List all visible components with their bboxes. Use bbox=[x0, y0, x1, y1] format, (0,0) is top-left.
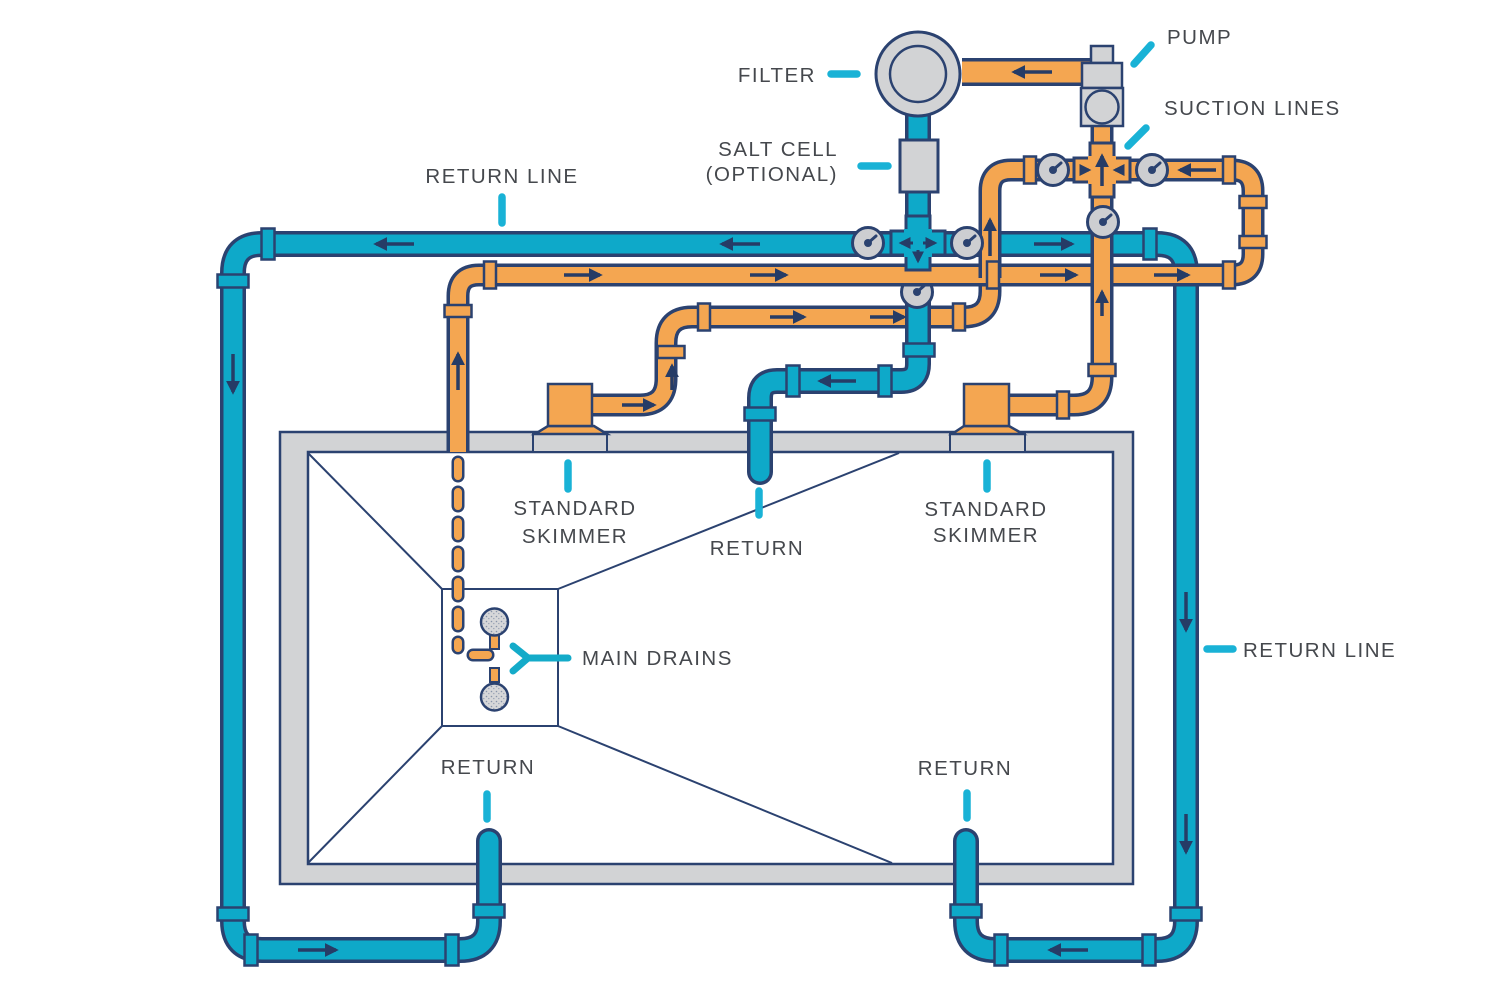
main-drain-icon bbox=[479, 607, 510, 637]
return-bottom-right-label: RETURN bbox=[918, 757, 1012, 780]
skimmer-right-label-line1: STANDARD bbox=[924, 498, 1047, 521]
filter bbox=[874, 30, 962, 118]
salt-cell-label-line1: SALT CELL bbox=[718, 138, 838, 161]
pump-label-pointer bbox=[1130, 41, 1155, 68]
return-line-right bbox=[908, 234, 1196, 960]
coupling bbox=[1169, 906, 1203, 922]
main-drains-pointer bbox=[509, 642, 572, 675]
coupling bbox=[877, 364, 893, 398]
coupling bbox=[743, 406, 777, 422]
return-bottom-left-label: RETURN bbox=[441, 756, 535, 779]
pump bbox=[1079, 44, 1125, 128]
pump-motor bbox=[1080, 61, 1124, 90]
pump-impeller-icon bbox=[1084, 89, 1120, 125]
salt-cell bbox=[898, 138, 940, 194]
suction-cross-fitting bbox=[1072, 141, 1132, 199]
valve-icon bbox=[1135, 153, 1169, 187]
drain-stem bbox=[489, 634, 500, 650]
flow-arrows bbox=[226, 65, 1216, 957]
return-line-top-label: RETURN LINE bbox=[425, 165, 578, 188]
skimmer-body bbox=[962, 382, 1011, 428]
main-drains-label: MAIN DRAINS bbox=[582, 647, 733, 670]
coupling bbox=[696, 302, 712, 332]
coupling bbox=[1142, 227, 1158, 261]
coupling bbox=[951, 302, 967, 332]
coupling bbox=[1022, 155, 1038, 185]
coupling bbox=[443, 303, 473, 319]
salt-cell-label-line2: (OPTIONAL) bbox=[706, 163, 838, 186]
valve-icon bbox=[950, 226, 984, 260]
coupling bbox=[785, 364, 801, 398]
return-line-left bbox=[223, 234, 928, 960]
skimmer-base bbox=[530, 424, 612, 436]
skimmer-pad-right bbox=[949, 433, 1026, 453]
drain-stem bbox=[489, 667, 500, 683]
coupling bbox=[1087, 362, 1117, 378]
coupling bbox=[444, 933, 460, 967]
skimmer-right-label-line2: SKIMMER bbox=[933, 524, 1039, 547]
suction-line-left-loop bbox=[978, 158, 1078, 278]
pool-slope-line bbox=[557, 725, 893, 864]
coupling bbox=[902, 342, 936, 358]
coupling bbox=[482, 260, 498, 290]
coupling bbox=[985, 260, 1001, 290]
return-line-right-label: RETURN LINE bbox=[1243, 639, 1396, 662]
coupling bbox=[1221, 155, 1237, 185]
main-drain-icon bbox=[479, 682, 510, 712]
suction-line-left-skimmer bbox=[590, 277, 1002, 417]
coupling bbox=[472, 903, 506, 919]
skimmer-left bbox=[530, 382, 612, 436]
suction-line-main-drain-manifold bbox=[446, 158, 1265, 452]
coupling bbox=[1055, 390, 1071, 420]
skimmer-body bbox=[546, 382, 594, 428]
coupling bbox=[1238, 194, 1268, 210]
skimmer-left-label-line2: SKIMMER bbox=[522, 525, 628, 548]
filter-label: FILTER bbox=[738, 64, 816, 87]
suction-lines-label: SUCTION LINES bbox=[1164, 97, 1341, 120]
valve-icon bbox=[1036, 153, 1070, 187]
return-cross-fitting bbox=[889, 214, 947, 272]
pool-slope-line bbox=[307, 725, 443, 864]
skimmer-right bbox=[947, 382, 1028, 436]
pump-label: PUMP bbox=[1167, 26, 1232, 49]
coupling bbox=[993, 933, 1009, 967]
filter-lid-icon bbox=[888, 44, 948, 104]
coupling bbox=[243, 933, 259, 967]
label-pointers bbox=[483, 41, 1237, 823]
coupling bbox=[656, 344, 686, 360]
valve-icon bbox=[1086, 205, 1120, 239]
coupling bbox=[1221, 260, 1237, 290]
skimmer-pad-left bbox=[532, 433, 608, 453]
salt-cell-body bbox=[898, 138, 940, 194]
coupling bbox=[949, 903, 983, 919]
filter-tank-icon bbox=[874, 30, 962, 118]
coupling bbox=[260, 227, 276, 261]
main-drains-group bbox=[451, 455, 510, 712]
valves bbox=[851, 153, 1169, 260]
valve-icon bbox=[851, 226, 885, 260]
coupling bbox=[216, 906, 250, 922]
pump-cap bbox=[1089, 44, 1115, 65]
skimmer-left-label-line1: STANDARD bbox=[513, 497, 636, 520]
suction-lines-label-pointer bbox=[1124, 124, 1150, 150]
coupling bbox=[1141, 933, 1157, 967]
coupling bbox=[1238, 234, 1268, 250]
coupling bbox=[216, 273, 250, 289]
return-center-label: RETURN bbox=[710, 537, 804, 560]
pool-slope-line bbox=[307, 452, 443, 590]
diagram-labels: PUMP SUCTION LINES FILTER SALT CELL (OPT… bbox=[425, 26, 1396, 780]
pool-slope-line bbox=[557, 452, 900, 590]
